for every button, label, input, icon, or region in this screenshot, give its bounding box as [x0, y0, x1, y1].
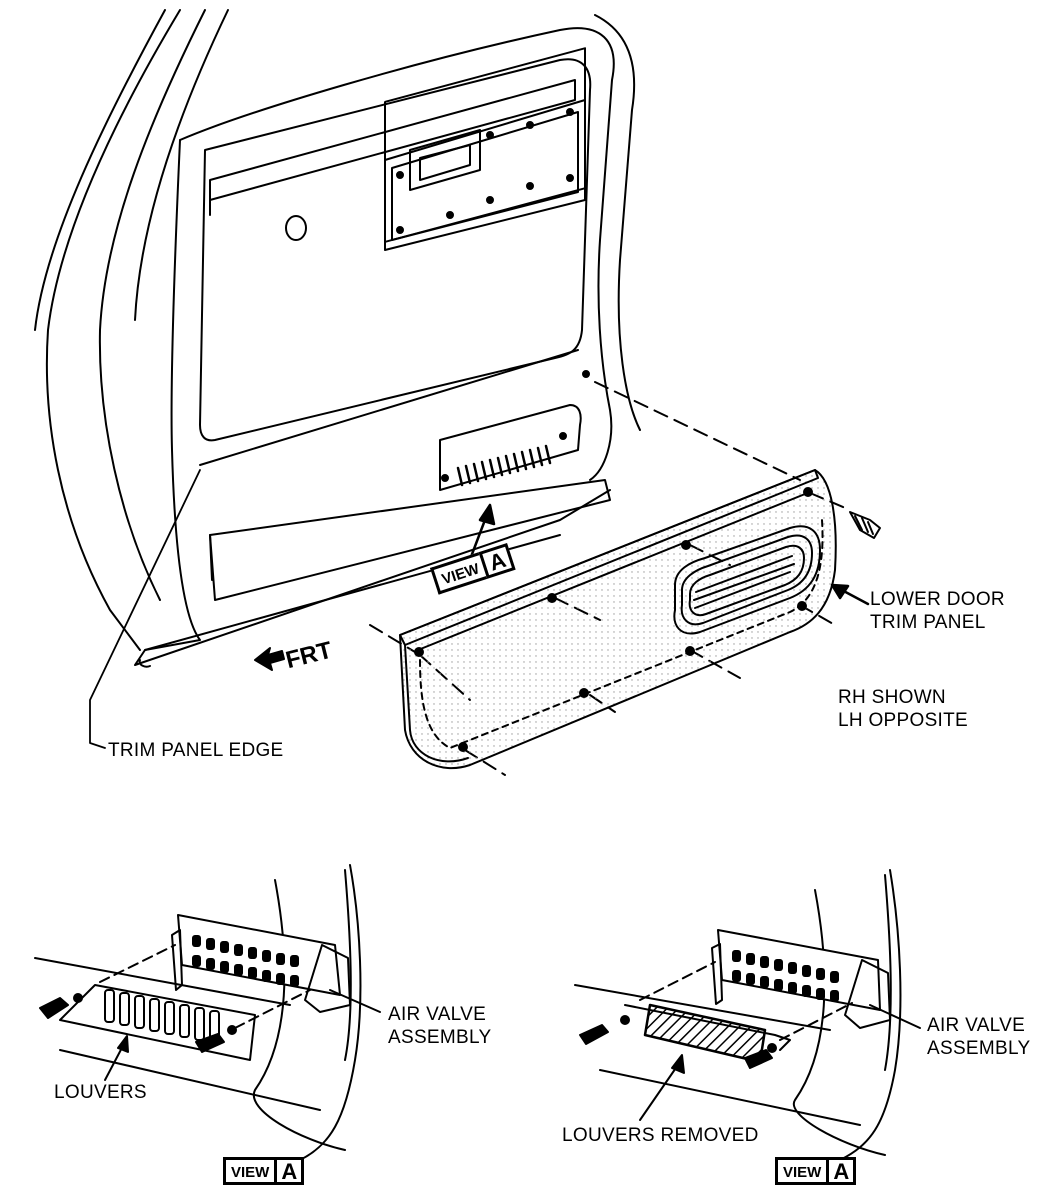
label-lower-door-line2: TRIM PANEL — [870, 612, 986, 633]
view-tag-word: VIEW — [775, 1157, 827, 1185]
trim-panel-edge-leader — [89, 469, 201, 749]
view-a-right — [574, 869, 921, 1161]
screw-main — [849, 511, 881, 539]
label-air-valve-left-line2: ASSEMBLY — [388, 1027, 492, 1048]
view-tag-letter: A — [826, 1157, 857, 1185]
view-a-tag-left: VIEW A — [223, 1157, 305, 1185]
label-lh-opposite: LH OPPOSITE — [838, 710, 969, 731]
view-tag-letter: A — [274, 1157, 305, 1185]
label-air-valve-left-line1: AIR VALVE — [388, 1004, 487, 1025]
label-lower-door-line1: LOWER DOOR — [870, 589, 1005, 610]
door-body — [34, 9, 641, 668]
label-air-valve-right-line1: AIR VALVE — [927, 1015, 1026, 1036]
view-a-left — [34, 864, 381, 1161]
label-louvers-removed: LOUVERS REMOVED — [562, 1125, 759, 1146]
leader-arrows — [464, 503, 870, 606]
view-tag-word: VIEW — [223, 1157, 275, 1185]
label-air-valve-right-line2: ASSEMBLY — [927, 1038, 1031, 1059]
lower-door-trim-panel — [399, 469, 837, 770]
label-trim-panel-edge: TRIM PANEL EDGE — [108, 740, 284, 761]
label-louvers: LOUVERS — [54, 1082, 147, 1103]
front-arrow-icon — [254, 647, 285, 671]
view-a-tag-right: VIEW A — [775, 1157, 857, 1185]
label-rh-shown: RH SHOWN — [838, 687, 946, 708]
